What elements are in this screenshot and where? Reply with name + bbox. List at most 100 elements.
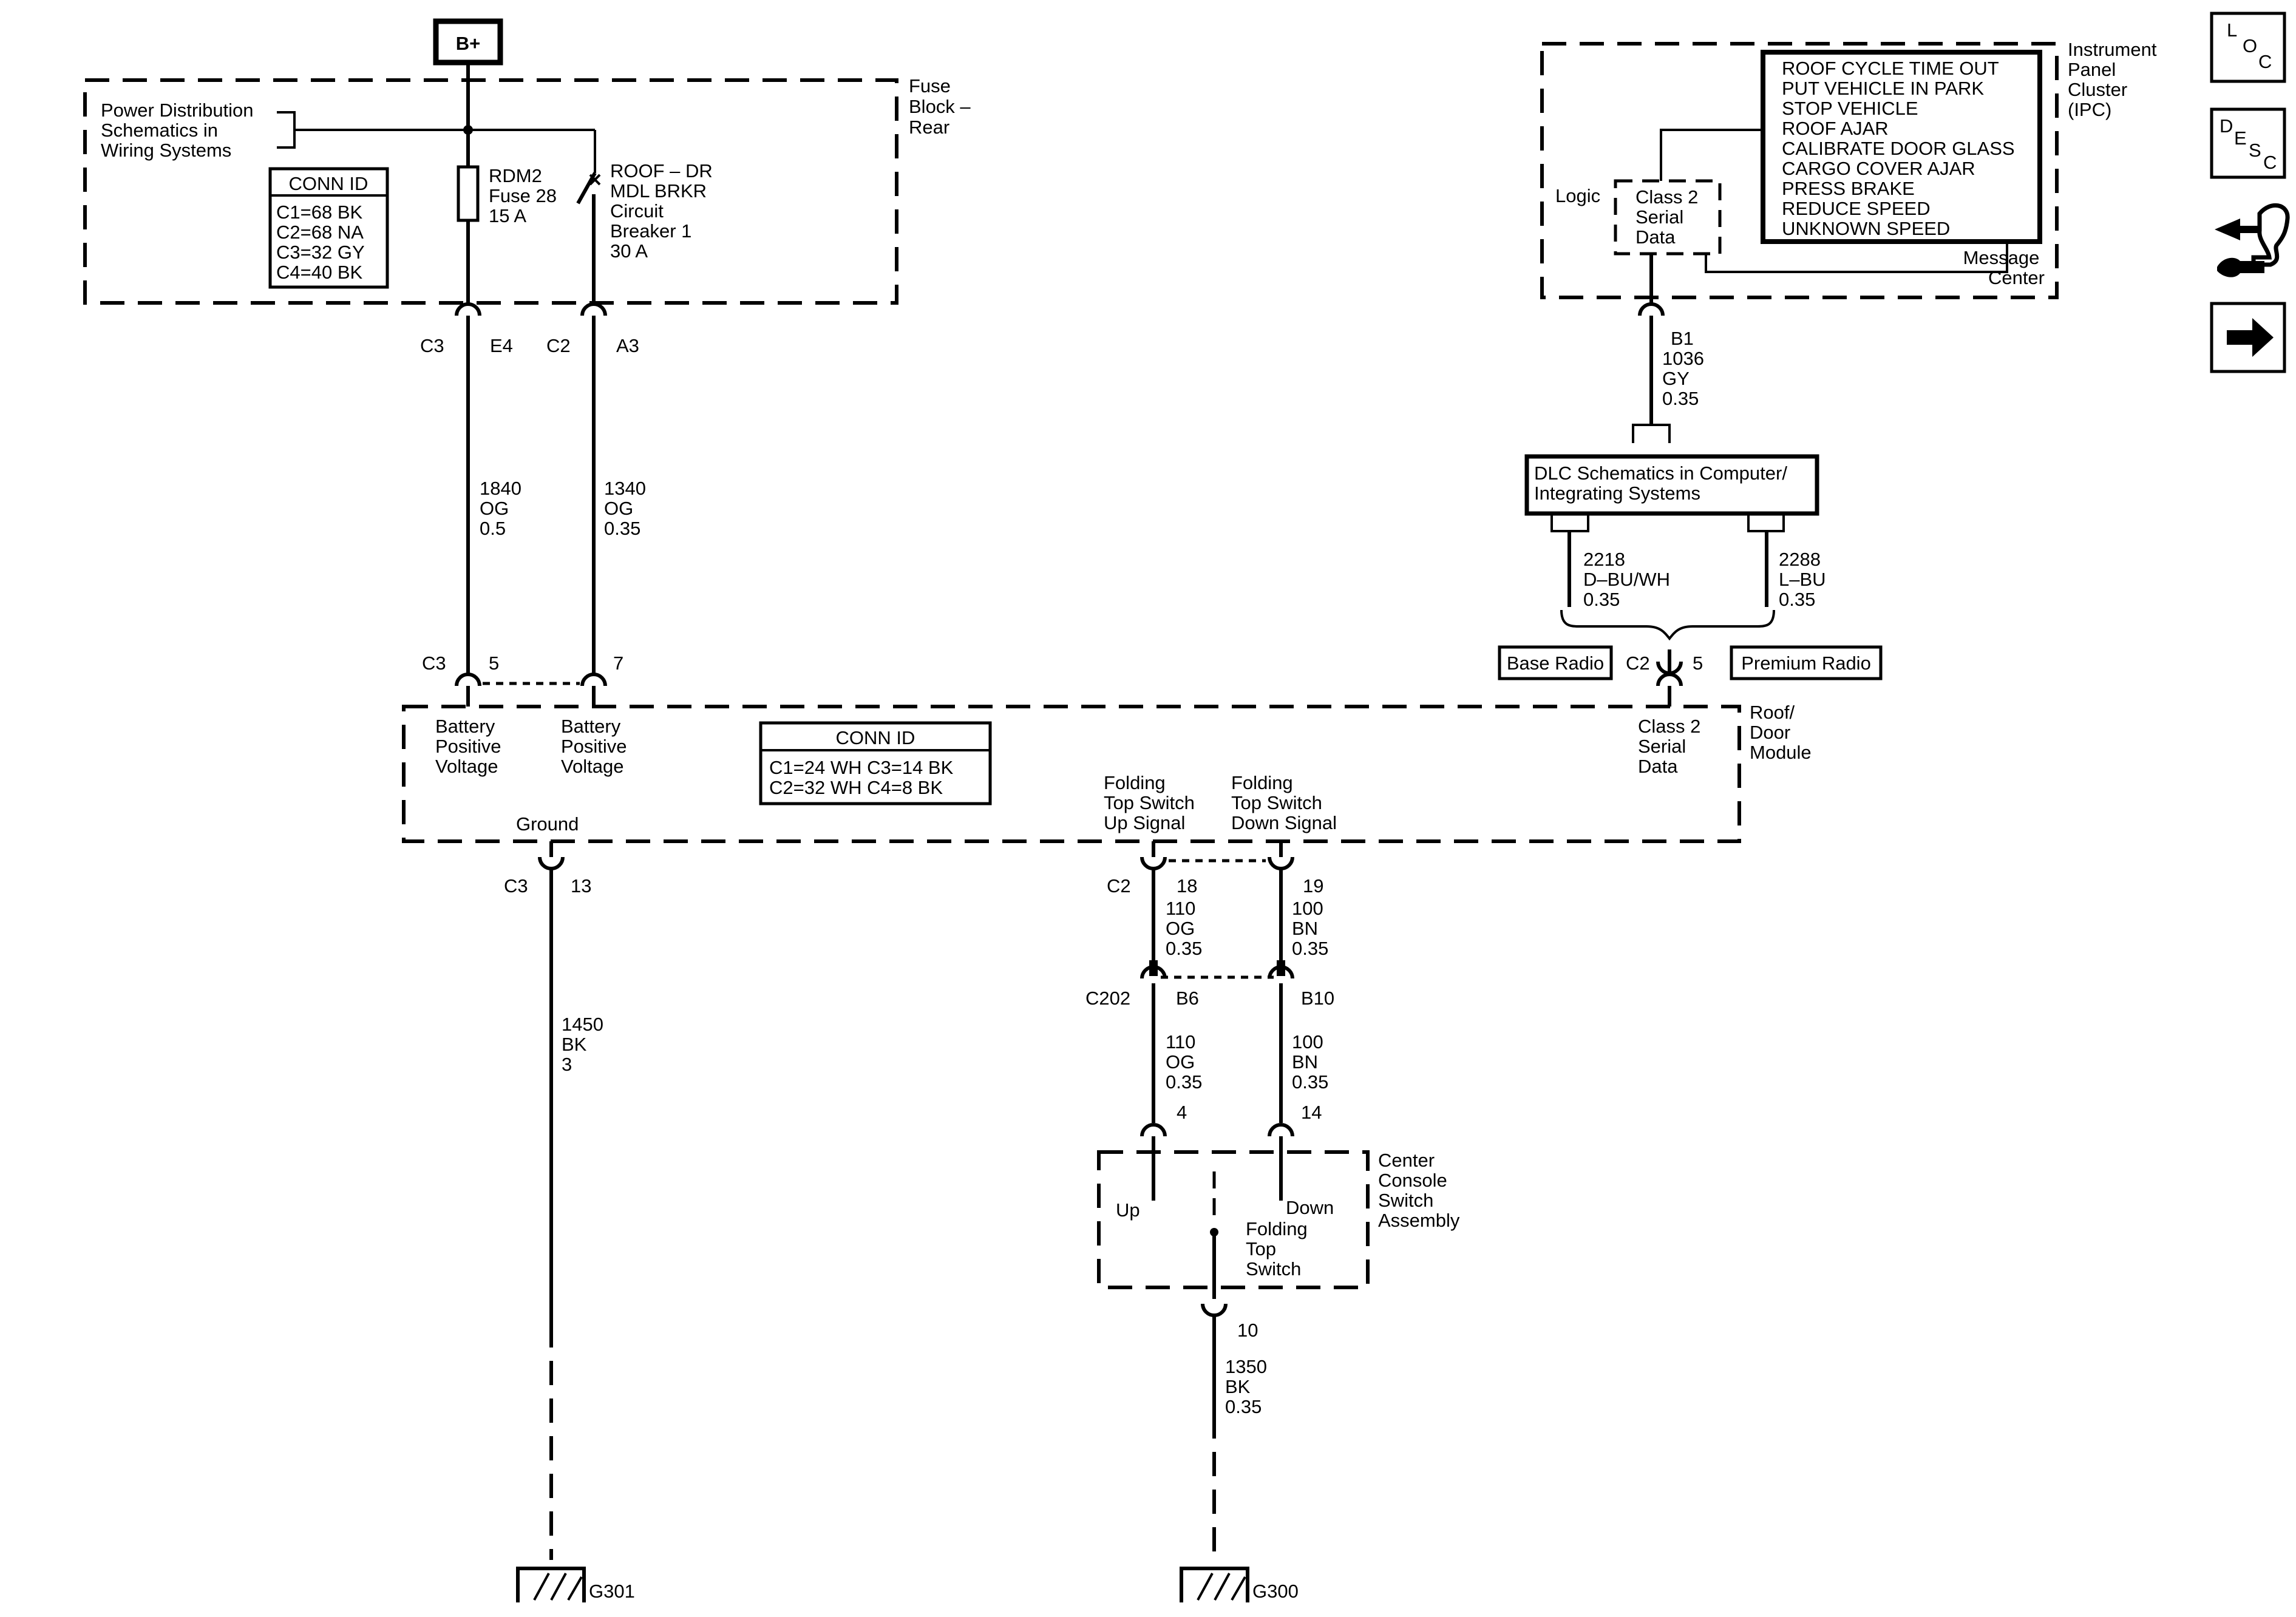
svg-text:O: O	[2243, 35, 2257, 56]
svg-text:C202: C202	[1085, 988, 1130, 1009]
right-arrow-icon	[2227, 318, 2274, 357]
svg-text:C3: C3	[420, 335, 444, 356]
rdm-outline	[402, 705, 1741, 843]
circuit-breaker-symbol	[576, 172, 601, 303]
svg-text:C2=32 WH C4=8 BK: C2=32 WH C4=8 BK	[769, 777, 943, 798]
svg-text:C1=24 WH C3=14 BK: C1=24 WH C3=14 BK	[769, 757, 954, 778]
svg-text:C2: C2	[1626, 653, 1650, 674]
pds-bracket	[277, 111, 296, 149]
fuse-block-conn-id-table: CONN ID C1=68 BK C2=68 NA C3=32 GY C4=40…	[268, 167, 389, 289]
connector-pin-4	[1140, 1123, 1167, 1137]
fuse-block-outline	[83, 78, 898, 305]
battery-positive-voltage-label-1: Battery Positive Voltage	[435, 716, 506, 777]
svg-text:7: 7	[613, 653, 623, 674]
up-signal-label: Folding Top Switch Up Signal	[1104, 772, 1200, 833]
wire-2288-label: 2288 L–BU 0.35	[1779, 549, 1831, 610]
circuit-breaker-label: ROOF – DR MDL BRKR Circuit Breaker 1 30 …	[610, 160, 718, 262]
battery-positive-source: B+	[433, 18, 503, 66]
switch-down-label: Down	[1286, 1197, 1334, 1218]
svg-text:5: 5	[489, 653, 499, 674]
fuse-block-rear: Fuse Block – Rear Power Distribution Sch…	[83, 63, 976, 356]
loc-button[interactable]: L O C	[2210, 12, 2286, 83]
ground-g301: G301	[516, 1567, 635, 1602]
svg-text:4: 4	[1177, 1102, 1187, 1123]
message-center-label: Message Center	[1963, 247, 2045, 288]
fuse-block-name: Fuse Block – Rear	[909, 75, 976, 138]
connector-c2-5	[1656, 673, 1683, 686]
connector-c3-7	[580, 673, 607, 686]
svg-text:14: 14	[1301, 1102, 1322, 1123]
wire-1036-label: 1036 GY 0.35	[1662, 348, 1710, 409]
desc-button[interactable]: D E S C	[2210, 107, 2286, 179]
wire-2218-label: 2218 D–BU/WH 0.35	[1583, 549, 1676, 610]
svg-text:18: 18	[1177, 875, 1197, 897]
rdm-ground-label: Ground	[516, 813, 579, 835]
connector-c3-13	[538, 856, 565, 870]
connector-c202	[1140, 960, 1294, 979]
ipc-outline	[1540, 42, 2059, 299]
connector-c2-a3	[580, 302, 607, 316]
svg-text:DLC Schematics in Computer/: DLC Schematics in Computer/	[1534, 463, 1787, 484]
svg-text:10: 10	[1237, 1320, 1258, 1341]
power-distribution-reference: Power Distribution Schematics in Wiring …	[101, 100, 259, 161]
svg-text:CONN ID: CONN ID	[836, 727, 915, 748]
console-outline	[1097, 1150, 1370, 1289]
connector-c2-18	[1140, 856, 1167, 870]
svg-text:B10: B10	[1301, 988, 1334, 1009]
svg-text:C4=40 BK: C4=40 BK	[276, 262, 363, 283]
svg-text:Base Radio: Base Radio	[1507, 653, 1604, 674]
svg-text:D: D	[2220, 115, 2233, 137]
roof-door-module: Roof/ Door Module C3 5 7 Battery Positiv…	[402, 653, 1812, 843]
svg-text:L: L	[2227, 19, 2237, 41]
svg-text:E4: E4	[490, 335, 513, 356]
wire-1840-label: 1840 OG 0.5	[480, 478, 527, 539]
svg-text:19: 19	[1303, 875, 1323, 897]
svg-text:C3=32 GY: C3=32 GY	[276, 242, 365, 263]
instrument-panel-cluster: Instrument Panel Cluster (IPC) Logic Cla…	[1540, 39, 2162, 349]
connector-pin-10	[1201, 1303, 1228, 1317]
svg-text:13: 13	[571, 875, 591, 897]
wire-1340-label: 1340 OG 0.35	[604, 478, 651, 539]
connector-c3-e4	[455, 302, 481, 316]
svg-text:E: E	[2234, 127, 2247, 149]
wire-100-lower-label: 100 BN 0.35	[1292, 1031, 1328, 1093]
connector-c3-5	[455, 673, 481, 686]
svg-text:C3: C3	[422, 653, 446, 674]
message-center-messages: ROOF CYCLE TIME OUT PUT VEHICLE IN PARK …	[1782, 58, 2020, 239]
svg-text:CONN ID: CONN ID	[289, 173, 369, 194]
connector-tool-icon[interactable]	[2215, 203, 2290, 277]
wire-110-upper-label: 110 OG 0.35	[1166, 898, 1202, 959]
svg-text:A3: A3	[616, 335, 639, 356]
base-radio-label: Base Radio	[1498, 645, 1613, 680]
battery-positive-voltage-label-2: Battery Positive Voltage	[561, 716, 632, 777]
rdm-name: Roof/ Door Module	[1750, 702, 1812, 763]
svg-text:C: C	[2258, 51, 2272, 72]
b-plus-label: B+	[456, 33, 481, 54]
connector-pin-14	[1268, 1123, 1294, 1137]
wire-100-upper-label: 100 BN 0.35	[1292, 898, 1328, 959]
radio-option-brace	[1560, 609, 1775, 641]
svg-text:C: C	[2263, 152, 2277, 173]
svg-text:S: S	[2249, 140, 2261, 161]
ipc-serial-data-label: Class 2 Serial Data	[1635, 186, 1703, 248]
center-console-switch-assembly: 4 14 Up Down Folding Top Switch Center C…	[1097, 1102, 1460, 1341]
svg-text:B1: B1	[1671, 328, 1694, 349]
svg-text:B6: B6	[1176, 988, 1199, 1009]
dlc-reference: DLC Schematics in Computer/ Integrating …	[1524, 454, 1819, 516]
console-name: Center Console Switch Assembly	[1378, 1150, 1460, 1231]
svg-text:G301: G301	[589, 1581, 635, 1602]
wire-110-lower-label: 110 OG 0.35	[1166, 1031, 1202, 1093]
next-page-button[interactable]	[2210, 302, 2286, 373]
message-center-list	[1761, 50, 2042, 244]
ipc-serial-data-box	[1614, 179, 1722, 256]
svg-text:C2: C2	[546, 335, 571, 356]
folding-top-switch-label: Folding Top Switch	[1246, 1218, 1313, 1280]
svg-text:G300: G300	[1252, 1581, 1299, 1602]
down-signal-label: Folding Top Switch Down Signal	[1231, 772, 1337, 833]
ipc-name: Instrument Panel Cluster (IPC)	[2068, 39, 2162, 120]
connector-b1	[1638, 302, 1665, 316]
rdm-serial-data-label: Class 2 Serial Data	[1638, 716, 1706, 777]
logic-to-message-line	[1660, 129, 1763, 181]
wire-1350-label: 1350 BK 0.35	[1225, 1356, 1272, 1417]
